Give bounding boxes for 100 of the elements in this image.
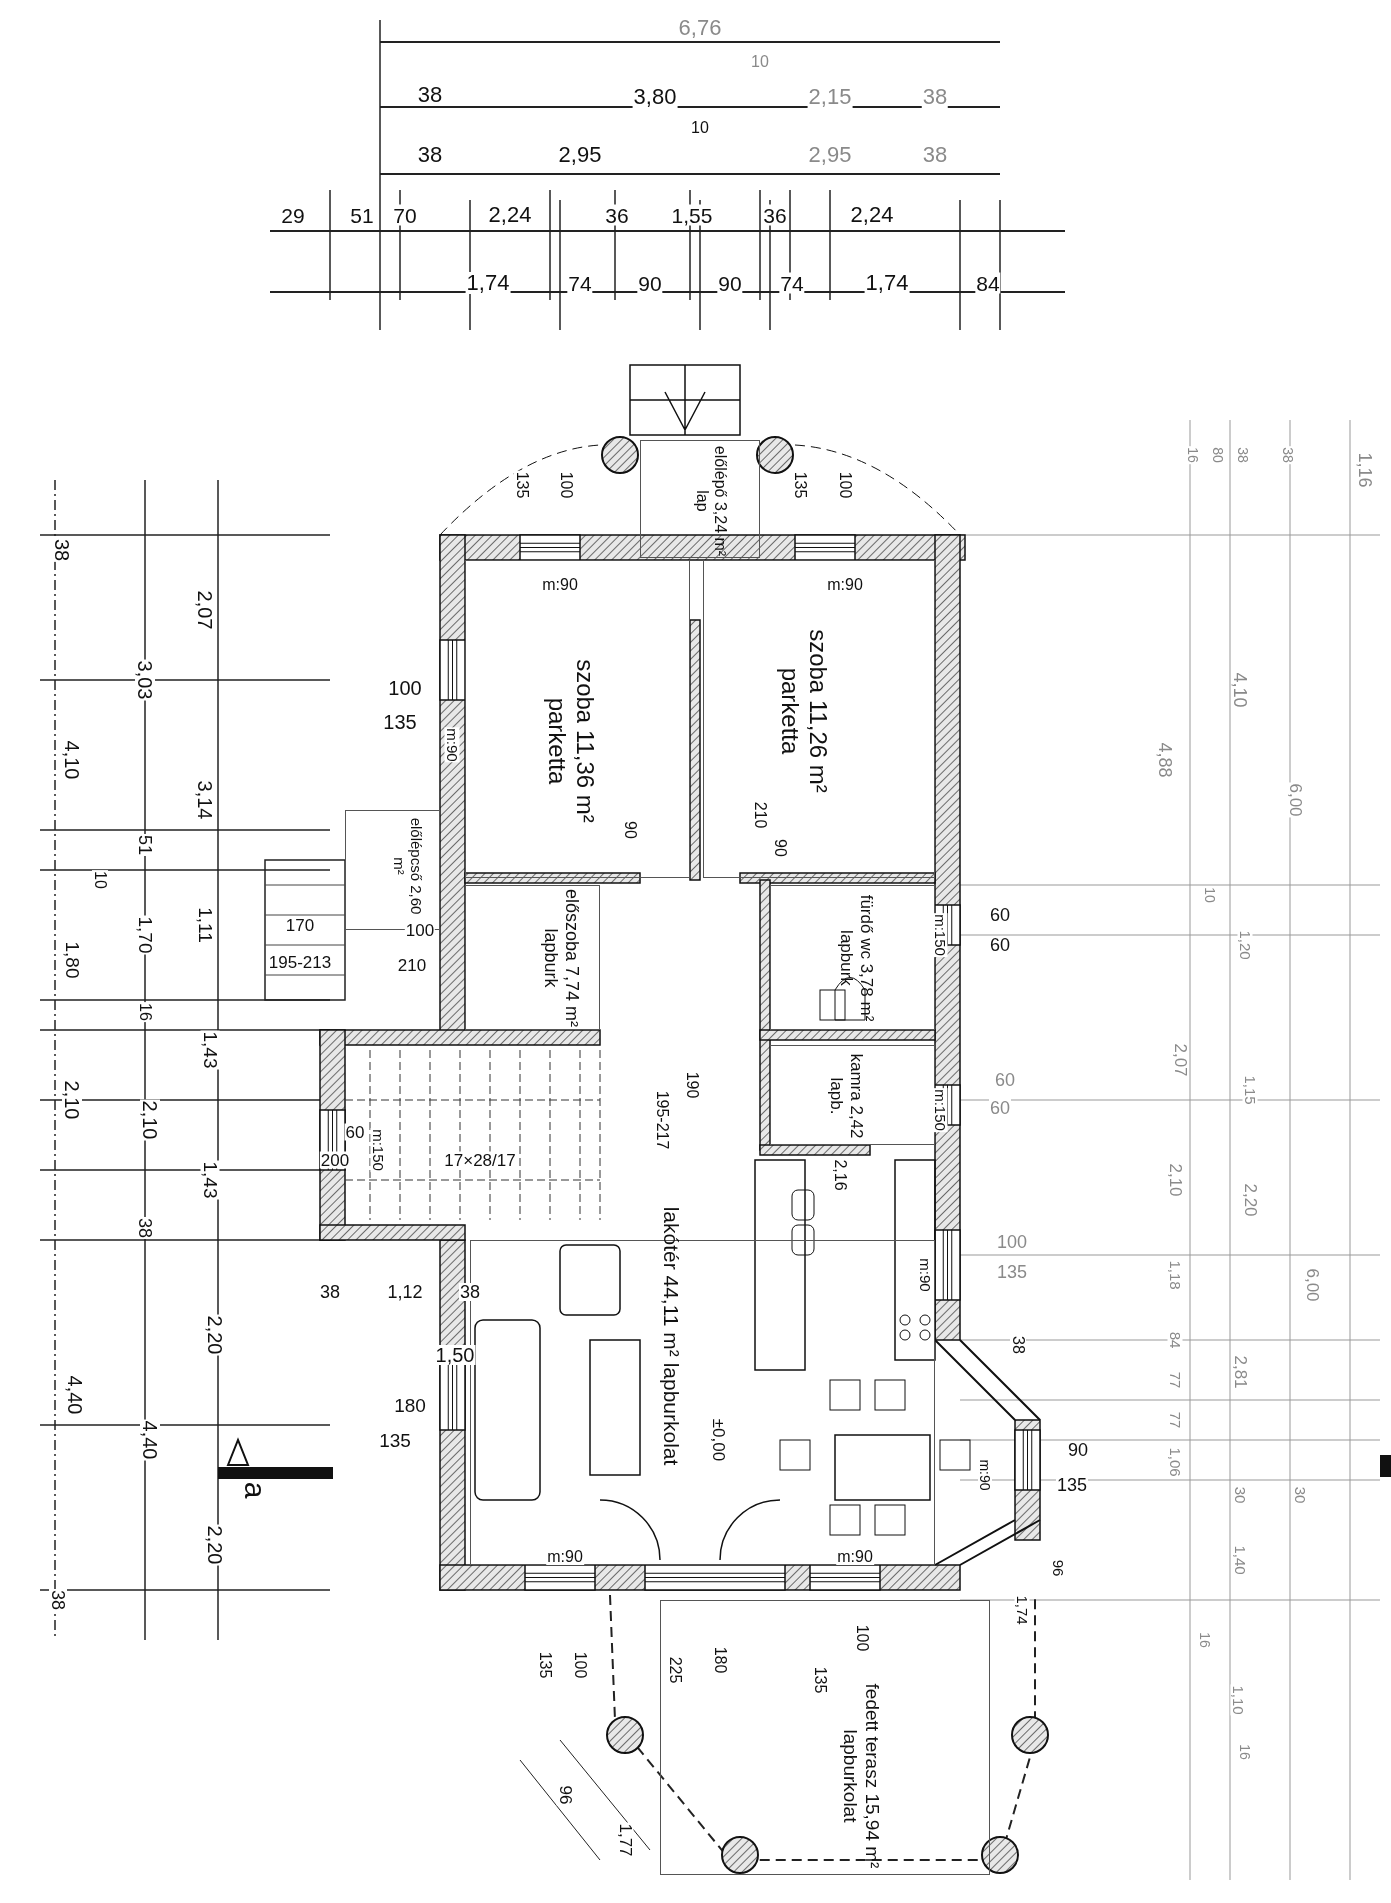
dimension-label: 6,00	[1286, 782, 1304, 818]
dimension-label: 1,15	[1242, 1074, 1258, 1106]
dimension-label: 30	[1292, 1485, 1308, 1505]
dimension-label: 1,74	[465, 272, 511, 294]
dimension-label: 100	[837, 470, 853, 500]
room-label: előlépcső 2,60 m²	[390, 816, 426, 917]
dimension-label: 1,50	[434, 1345, 476, 1365]
dimension-label: 1,70	[135, 915, 155, 955]
dimension-label: 90	[1067, 1441, 1089, 1459]
dimension-label: 30	[1232, 1485, 1248, 1505]
dimension-label: m:90	[917, 1257, 933, 1293]
dimension-label: 4,10	[1231, 671, 1249, 709]
dimension-label: 1,55	[670, 204, 714, 226]
dimension-label: m:150	[932, 913, 948, 957]
dimension-label: m:150	[370, 1128, 386, 1172]
dimension-label: m:90	[978, 1458, 992, 1492]
dimension-label: 38	[136, 1217, 154, 1239]
room-area	[465, 885, 600, 1030]
dimension-label: 100	[854, 1623, 870, 1653]
dimension-label: 1,18	[1167, 1259, 1183, 1291]
dimension-label: 1,74	[864, 272, 910, 294]
dimension-label: 2,24	[849, 204, 895, 226]
dimension-label: 17×28/17	[443, 1151, 517, 1169]
dimension-label: 2,20	[1241, 1182, 1259, 1218]
dimension-label: 2,81	[1231, 1354, 1249, 1390]
dimension-label: 10	[690, 120, 710, 136]
dimension-label: 1,43	[200, 1160, 220, 1200]
dimension-label: 60	[344, 1123, 366, 1141]
dimension-label: 1,43	[200, 1030, 220, 1070]
dimension-label: 2,07	[195, 589, 215, 631]
dimension-label: 2,10	[62, 1079, 82, 1121]
dimension-label: 2,16	[832, 1158, 848, 1192]
dimension-label: 74	[779, 272, 805, 294]
dimension-label: m:90	[546, 1549, 584, 1565]
dimension-label: m:90	[444, 727, 460, 763]
dimension-label: 38	[319, 1283, 341, 1301]
dimension-label: 2,95	[557, 144, 603, 166]
room-area	[660, 1600, 990, 1875]
room-label: szoba 11,36 m² parketta	[543, 658, 599, 825]
dimension-label: 84	[975, 272, 1001, 294]
dimension-label: 195-213	[267, 953, 333, 971]
dimension-label: 100	[572, 1650, 588, 1680]
dimension-label: 38	[1236, 446, 1250, 464]
dimension-label: m:150	[932, 1088, 948, 1132]
dimension-label: 10	[750, 54, 770, 70]
dimension-label: 38	[1010, 1335, 1026, 1355]
dimension-label: 38	[459, 1283, 481, 1301]
dimension-label: 2,15	[807, 86, 853, 108]
dimension-label: 16	[1238, 1743, 1252, 1761]
dimension-label: 38	[1281, 446, 1295, 464]
dimension-label: 100	[996, 1233, 1028, 1251]
dimension-label: 90	[772, 838, 788, 858]
dimension-label: 180	[712, 1645, 728, 1675]
dimension-label: 1,06	[1167, 1446, 1183, 1478]
dimension-label: 4,40	[65, 1374, 85, 1416]
dimension-label: 38	[921, 86, 949, 108]
dimension-label: 6,76	[677, 17, 723, 39]
dimension-label: 1,12	[386, 1283, 424, 1301]
dimension-label: 170	[284, 916, 316, 934]
dimension-label: 2,95	[807, 144, 853, 166]
dimension-label: 1,80	[62, 940, 82, 980]
room-label: fedett terasz 15,94 m² lapburkolat	[839, 1682, 883, 1871]
dimension-label: m:90	[826, 577, 864, 593]
dimension-label: 2,20	[205, 1314, 225, 1356]
room-label: előszoba 7,74 m² lapburk	[540, 888, 582, 1028]
dimension-label: 3,14	[195, 779, 215, 821]
dimension-label: 80	[1211, 446, 1225, 464]
room-label: előlépő 3,24 m² lap	[693, 444, 730, 559]
dimension-label: 2,07	[1171, 1042, 1189, 1078]
dimension-label: 77	[1167, 1370, 1183, 1390]
dimension-label: 60	[989, 906, 1011, 924]
dimension-label: 2,24	[487, 204, 533, 226]
dimension-label: 1,10	[1230, 1684, 1246, 1716]
dimension-label: 16	[1198, 1631, 1212, 1649]
dimension-label: 195-217	[654, 1089, 670, 1151]
dimension-label: 96	[1050, 1558, 1066, 1578]
dimension-label: 16	[1186, 446, 1200, 464]
room-area	[703, 560, 935, 878]
dimension-label: 100	[404, 921, 436, 939]
room-area	[640, 440, 760, 558]
room-label: kamra 2,42 lapb.	[826, 1052, 866, 1141]
dimension-label: 135	[1056, 1476, 1088, 1494]
dimension-label: 3,03	[135, 659, 155, 701]
room-area	[465, 560, 690, 878]
dimension-label: ±0,00	[709, 1417, 727, 1463]
dimension-label: m:90	[836, 1549, 874, 1565]
dimension-label: 210	[396, 956, 428, 974]
dimension-label: 225	[667, 1655, 683, 1685]
dimension-label: 1,74	[1014, 1594, 1030, 1626]
dimension-label: 6,00	[1303, 1267, 1321, 1303]
dimension-label: 1,77	[616, 1822, 634, 1858]
dimension-label: 2,20	[205, 1524, 225, 1566]
dimension-label: 4,10	[62, 739, 82, 781]
room-label: szoba 11,26 m² parketta	[776, 628, 832, 795]
dimension-label: 100	[558, 470, 574, 500]
dimension-label: 51	[136, 834, 154, 856]
dimension-label: 38	[52, 537, 72, 563]
dimension-label: 2,10	[140, 1099, 160, 1141]
dimension-label: 38	[49, 1589, 67, 1611]
dimension-label: 100	[387, 678, 423, 698]
